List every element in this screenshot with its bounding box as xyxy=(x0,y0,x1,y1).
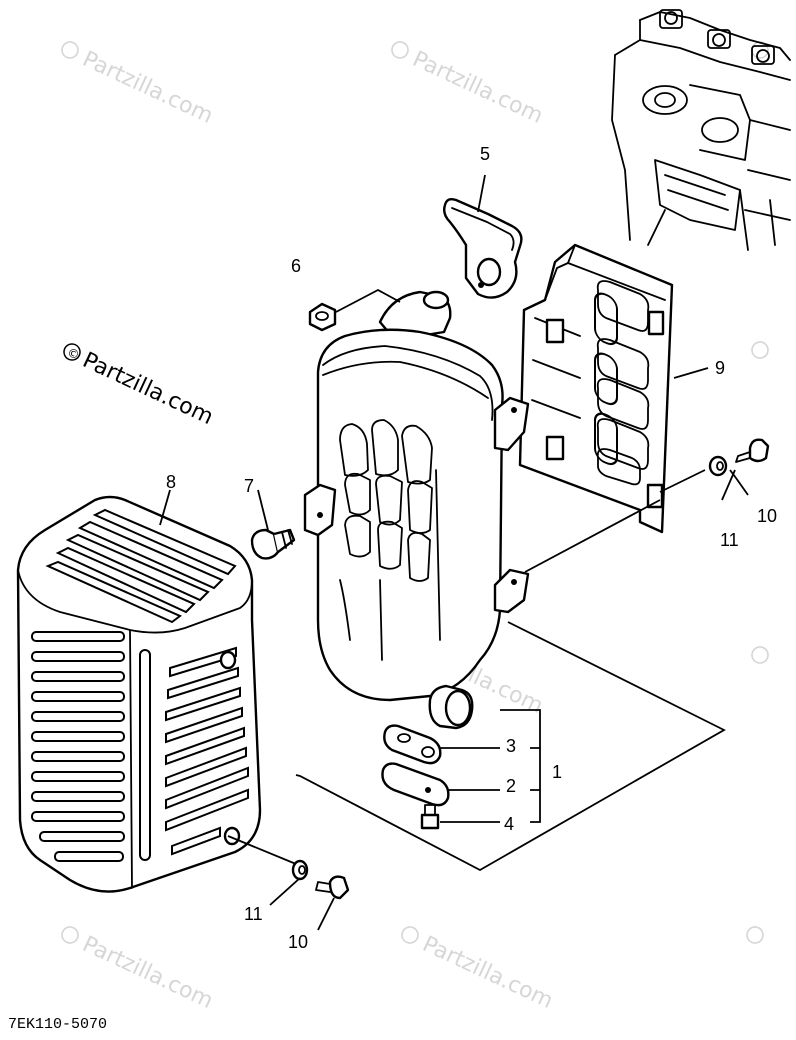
callout-labels: 5 6 9 7 8 11 10 3 1 2 4 11 10 xyxy=(166,144,777,952)
watermark-text: Partzilla.com xyxy=(409,47,547,129)
watermark xyxy=(751,341,769,359)
part-6-nut xyxy=(308,302,337,332)
part-10-bolt-upper xyxy=(735,438,770,463)
shield-tab xyxy=(545,318,565,344)
part-4-bolt xyxy=(420,804,440,830)
callout-11-upper: 11 xyxy=(720,530,739,550)
copyright-icon xyxy=(751,341,769,359)
copyright-icon xyxy=(61,41,79,59)
part-2-gasket xyxy=(381,762,450,807)
part-1-muffler xyxy=(303,290,530,730)
copyright-glyph: © xyxy=(65,345,82,363)
copyright-icon xyxy=(63,343,81,361)
copyright-icon xyxy=(751,646,769,664)
watermark-dark: © Partzilla.com xyxy=(63,343,217,430)
callout-6: 6 xyxy=(291,256,301,276)
shield-tab xyxy=(545,435,565,461)
callout-9: 9 xyxy=(715,358,725,378)
cover-front-slots xyxy=(31,631,125,862)
watermark-text: Partzilla.com xyxy=(419,932,557,1014)
copyright-icon xyxy=(391,41,409,59)
callout-10-upper: 10 xyxy=(757,506,777,526)
part-11-washer-upper xyxy=(708,455,728,477)
callout-4: 4 xyxy=(504,814,514,834)
watermark: Partzilla.com xyxy=(61,41,217,129)
cover-side-slots xyxy=(165,646,249,856)
watermark: Partzilla.com xyxy=(401,926,557,1014)
watermark-text: Partzilla.com xyxy=(79,348,217,430)
watermark xyxy=(751,646,769,664)
shield-tab xyxy=(647,310,665,336)
part-8-muffler-cover xyxy=(16,495,262,893)
part-9-heat-shield xyxy=(518,243,674,534)
callout-7: 7 xyxy=(244,476,254,496)
copyright-icon xyxy=(401,926,419,944)
callout-1: 1 xyxy=(552,762,562,782)
part-5-exhaust-gasket xyxy=(442,197,523,299)
engine-inset xyxy=(611,9,791,251)
watermark: Partzilla.com xyxy=(61,926,217,1014)
copyright-icon xyxy=(746,926,764,944)
callout-10-lower: 10 xyxy=(288,932,308,952)
watermark xyxy=(746,926,764,944)
part-10-bolt-lower xyxy=(315,875,350,900)
watermark: Partzilla.com xyxy=(391,41,547,129)
callout-2: 2 xyxy=(506,776,516,796)
diagram-code: 7EK110-5070 xyxy=(8,1016,107,1033)
cover-side-rib xyxy=(139,649,151,861)
cover-mount-hole xyxy=(223,826,241,846)
callout-3: 3 xyxy=(506,736,516,756)
cover-top-slots xyxy=(45,508,237,624)
callout-11-lower: 11 xyxy=(244,904,263,924)
copyright-icon xyxy=(61,926,79,944)
callout-5: 5 xyxy=(480,144,490,164)
cover-mount-hole xyxy=(219,650,237,670)
part-3-gasket xyxy=(383,724,442,765)
leader-lines xyxy=(159,174,749,931)
watermark-text: Partzilla.com xyxy=(79,932,217,1014)
watermark-text: Partzilla.com xyxy=(79,47,217,129)
part-7-bolt xyxy=(250,528,296,560)
shield-tab xyxy=(646,483,664,509)
callout-8: 8 xyxy=(166,472,176,492)
